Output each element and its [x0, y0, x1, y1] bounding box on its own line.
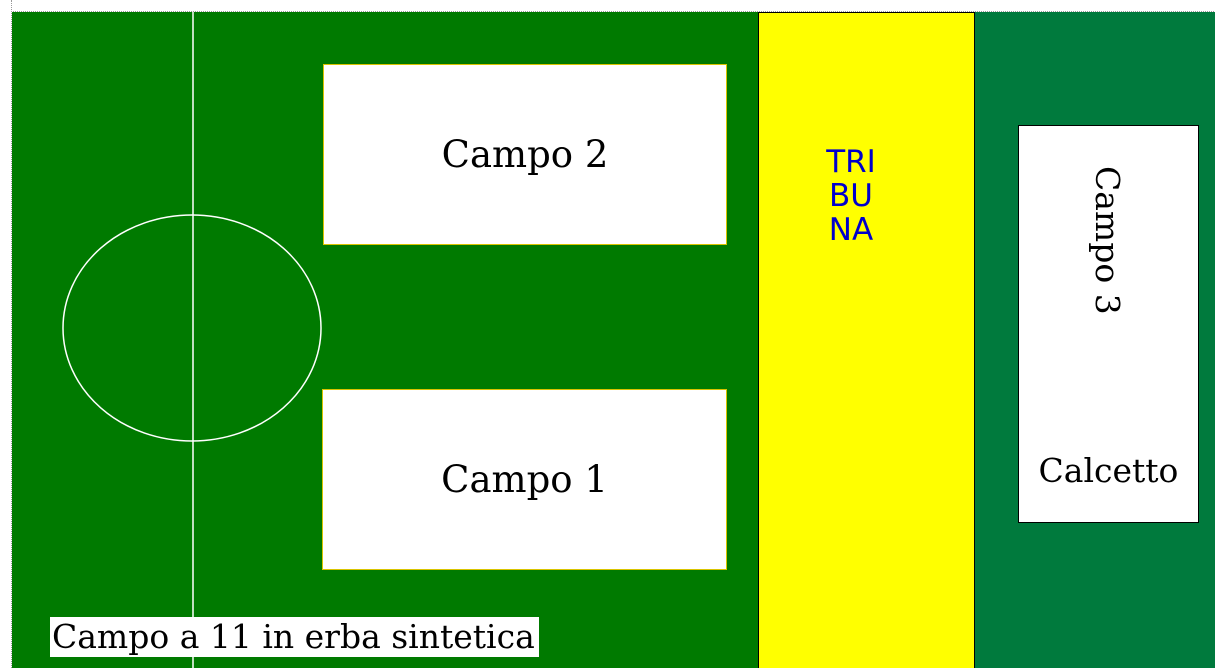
field-campo-2-label: Campo 2	[441, 133, 609, 176]
main-pitch-caption: Campo a 11 in erba sintetica	[50, 617, 539, 657]
frame-left-margin	[0, 0, 12, 668]
field-campo-2: Campo 2	[323, 64, 727, 245]
tribuna-stand	[758, 12, 975, 668]
center-circle	[62, 214, 322, 442]
field-campo-1-label: Campo 1	[441, 458, 608, 501]
field-campo-3-label: Campo 3	[1088, 166, 1127, 315]
field-campo-1: Campo 1	[322, 389, 727, 570]
frame-right-margin	[1215, 0, 1220, 668]
field-campo-3-sublabel: Calcetto	[1038, 451, 1179, 490]
frame-top-margin	[0, 0, 1220, 12]
tribuna-label: TRIBUNA	[826, 144, 876, 248]
field-campo-3: Campo 3 Calcetto	[1018, 125, 1199, 523]
